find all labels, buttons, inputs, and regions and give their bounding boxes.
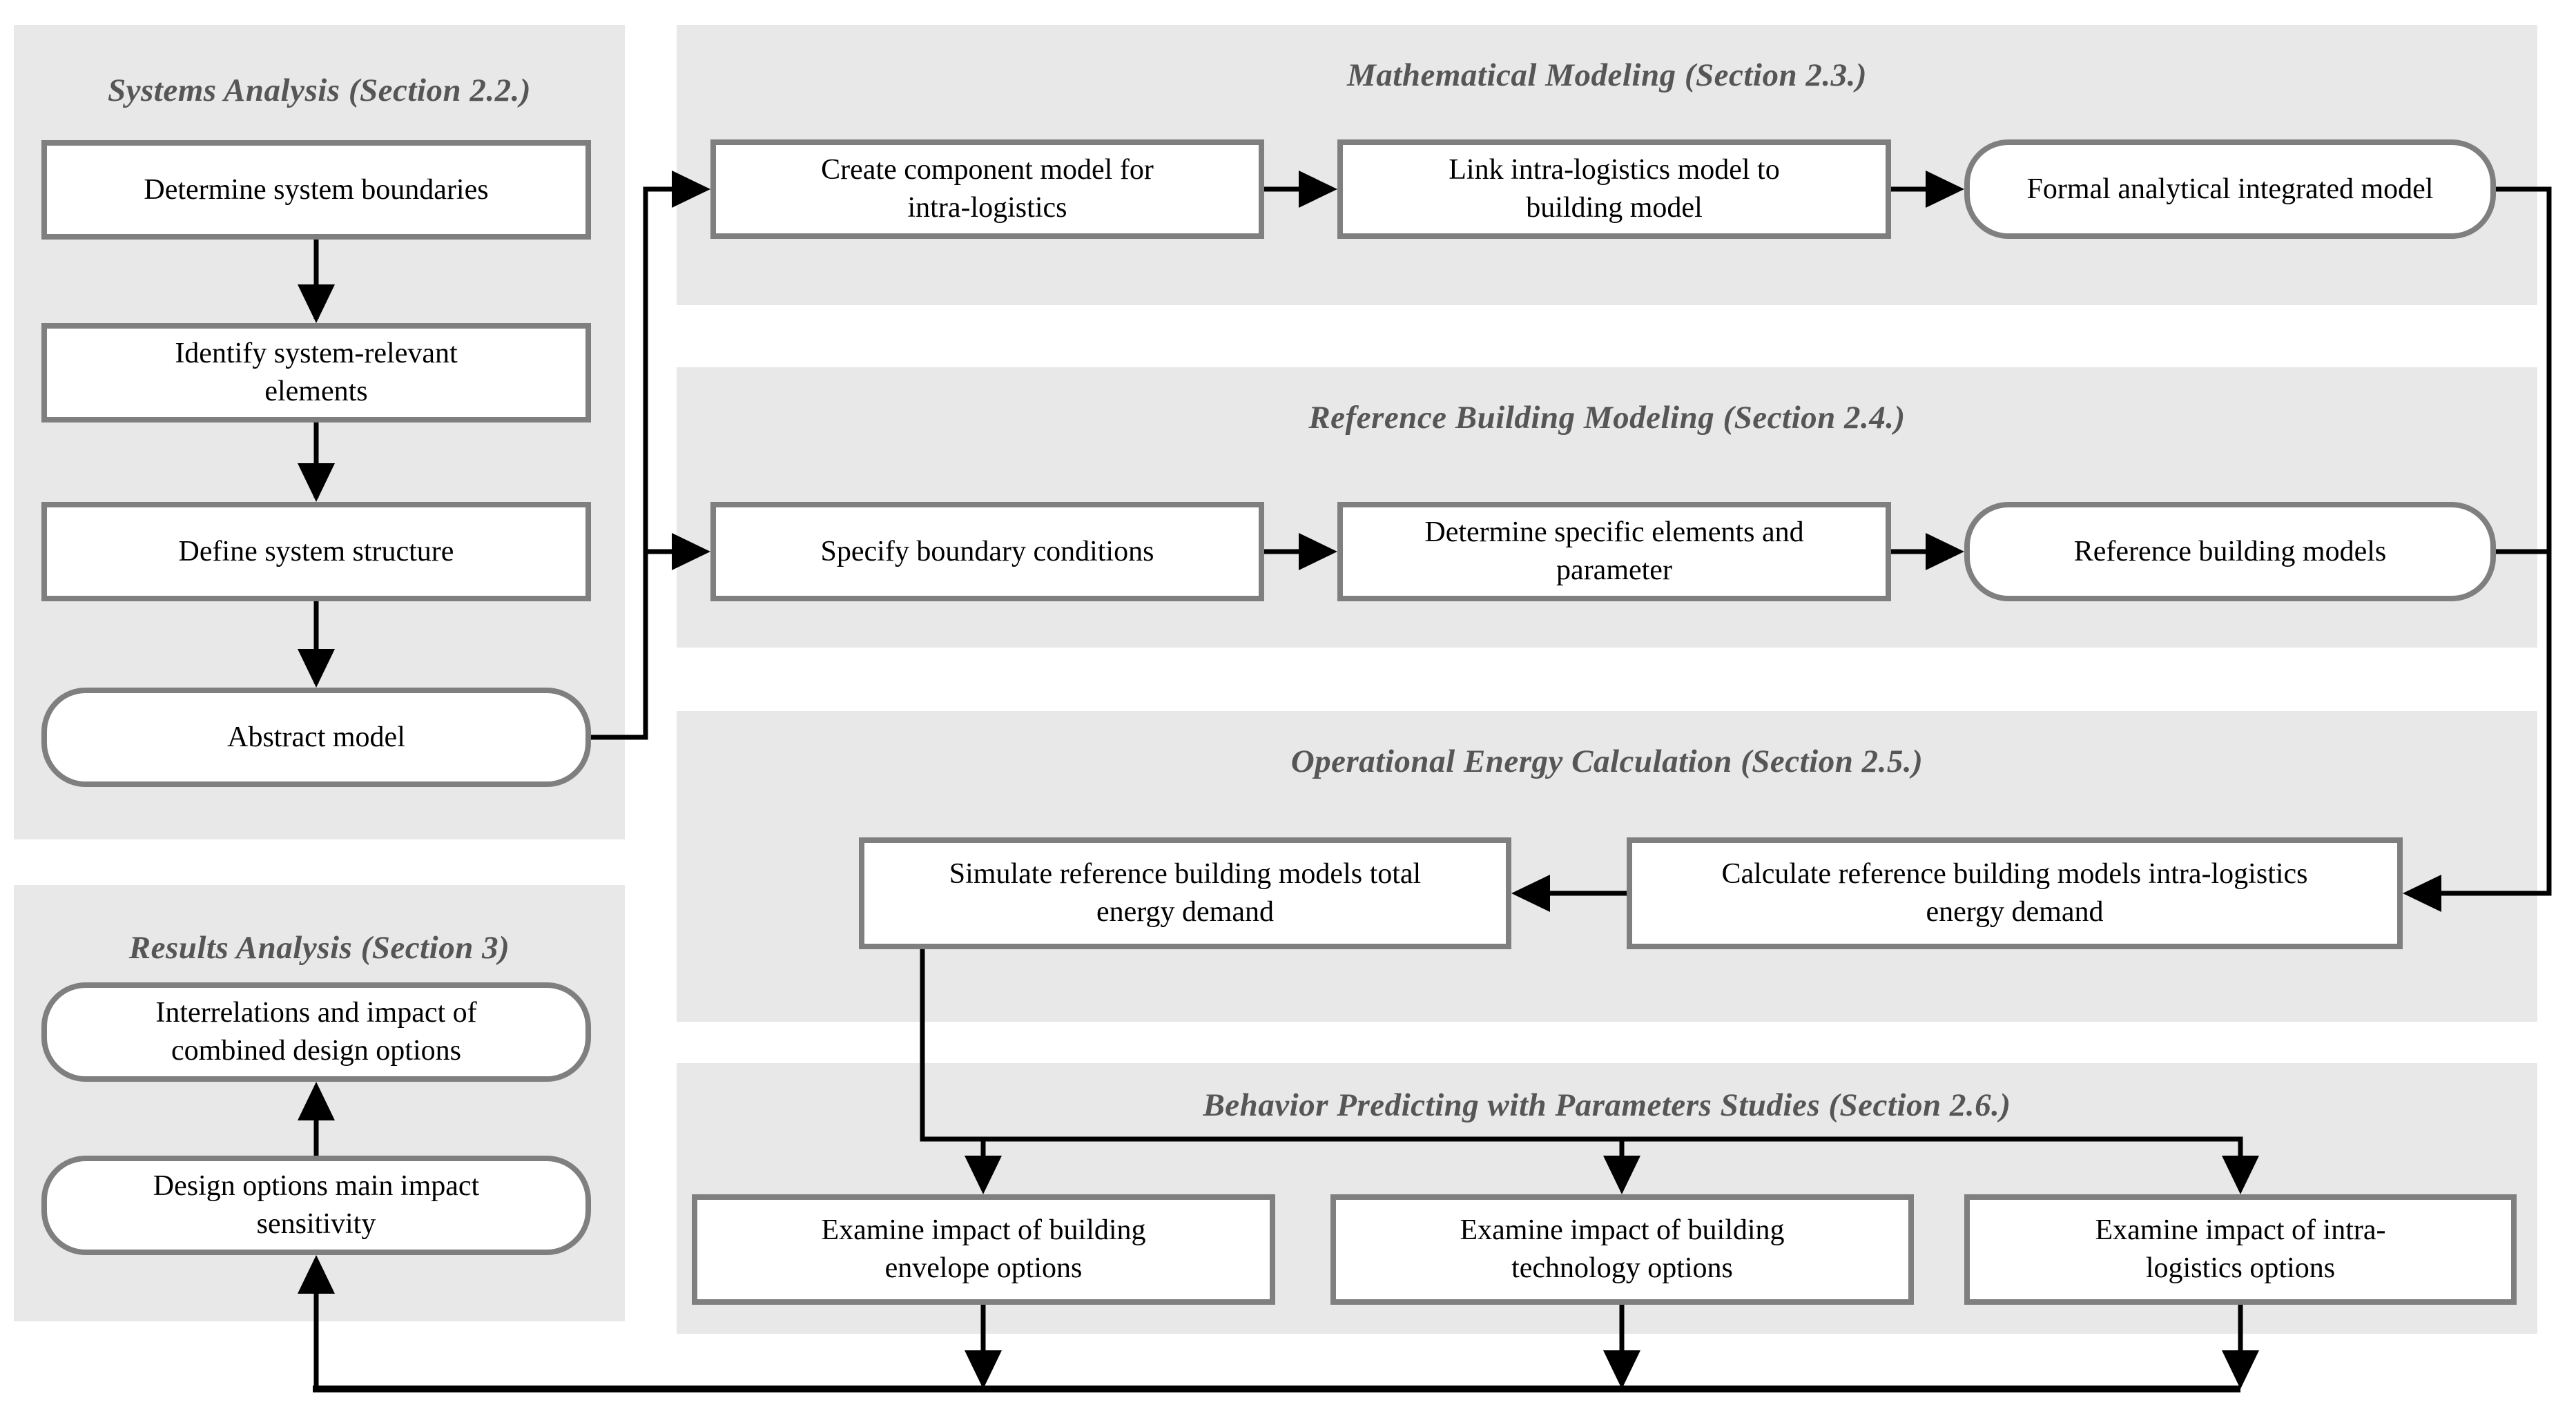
systems-analysis-title: Systems Analysis (Section 2.2.) (107, 72, 532, 108)
box-examine-building-technology: Examine impact of building technology op… (1330, 1194, 1914, 1305)
box-link-intra-logistics-model: Link intra-logistics model to building m… (1337, 139, 1891, 239)
results-analysis-title: Results Analysis (Section 3) (128, 930, 510, 966)
box-identify-system-relevant-elements: Identify system-relevant elements (41, 323, 591, 422)
box-determine-specific-elements: Determine specific elements and paramete… (1337, 502, 1891, 601)
reference-building-modeling-title: Reference Building Modeling (Section 2.4… (1308, 400, 1906, 436)
mathematical-modeling-title: Mathematical Modeling (Section 2.3.) (1346, 57, 1868, 93)
box-reference-building-models: Reference building models (1964, 502, 2496, 601)
box-interrelations-combined-design: Interrelations and impact of combined de… (41, 982, 591, 1082)
box-design-options-sensitivity: Design options main impact sensitivity (41, 1156, 591, 1255)
box-examine-intra-logistics: Examine impact of intra-logistics option… (1964, 1194, 2517, 1305)
behavior-predicting-title: Behavior Predicting with Parameters Stud… (1203, 1087, 2011, 1123)
box-simulate-reference-building-models: Simulate reference building models total… (859, 837, 1511, 949)
box-abstract-model: Abstract model (41, 688, 591, 787)
box-calculate-reference-building-models: Calculate reference building models intr… (1627, 837, 2403, 949)
box-formal-analytical-integrated-model: Formal analytical integrated model (1964, 139, 2496, 239)
box-determine-system-boundaries: Determine system boundaries (41, 140, 591, 240)
box-define-system-structure: Define system structure (41, 502, 591, 601)
box-examine-building-envelope: Examine impact of building envelope opti… (692, 1194, 1275, 1305)
box-create-component-model: Create component model for intra-logisti… (710, 139, 1264, 239)
box-specify-boundary-conditions: Specify boundary conditions (710, 502, 1264, 601)
operational-energy-calculation-title: Operational Energy Calculation (Section … (1290, 744, 1924, 779)
